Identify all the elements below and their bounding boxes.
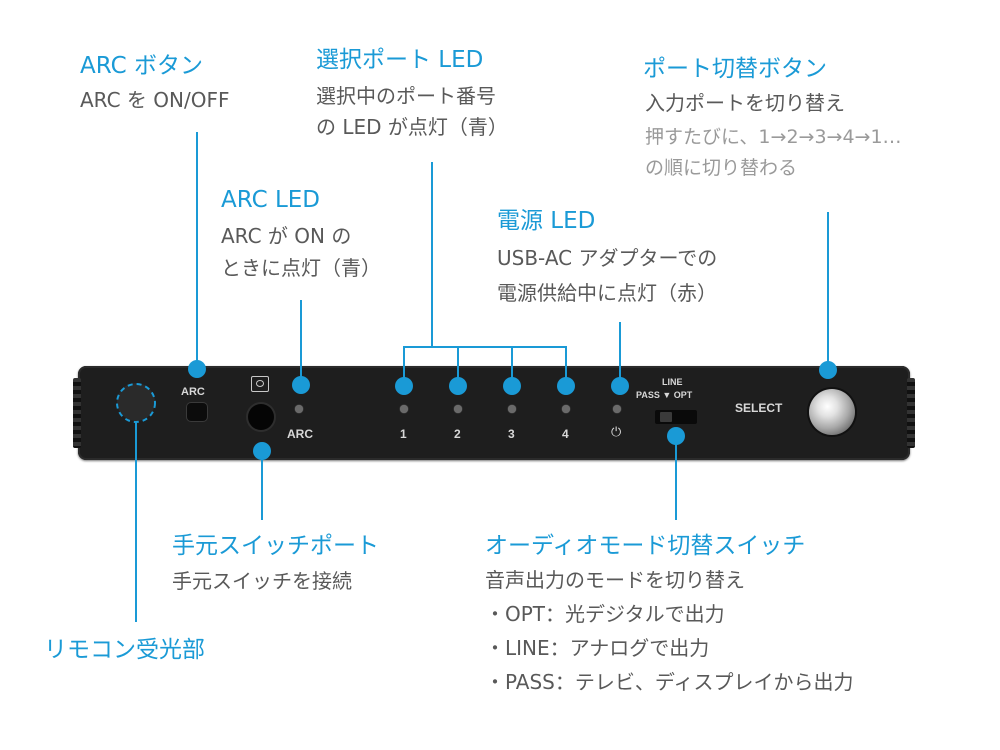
hand-switch-port-title: 手元スイッチポート [172, 533, 379, 559]
device-left-ridge [73, 378, 81, 448]
pass-opt-label: PASS ▼ OPT [636, 390, 693, 400]
port-4-label: 4 [562, 427, 569, 441]
port-button-title: ポート切替ボタン [643, 56, 827, 82]
power-led-desc2: 電源供給中に点灯（赤） [497, 281, 717, 305]
hand-switch-port[interactable] [248, 404, 274, 430]
select-led-desc1: 選択中のポート番号 [316, 84, 496, 108]
arc-button-label: ARC [181, 386, 205, 398]
power-led [613, 405, 621, 413]
arc-led [295, 405, 303, 413]
select-button[interactable] [809, 389, 855, 435]
select-label: SELECT [735, 401, 783, 415]
port-1-label: 1 [400, 427, 407, 441]
arc-button[interactable] [187, 403, 207, 421]
arc-led-label: ARC [287, 427, 313, 441]
port-1-led [400, 405, 408, 413]
audio-switch-line: ・LINE：アナログで出力 [485, 636, 710, 660]
port-button-desc: 入力ポートを切り替え [645, 91, 845, 115]
audio-switch-desc: 音声出力のモードを切り替え [485, 568, 745, 592]
arc-button-desc: ARC を ON/OFF [80, 88, 230, 112]
audio-mode-switch[interactable] [660, 412, 672, 422]
select-led-desc2: の LED が点灯（青） [316, 115, 508, 139]
arc-led-title: ARC LED [221, 187, 320, 213]
hand-switch-port-icon [251, 376, 269, 392]
port-2-led [454, 405, 462, 413]
arc-button-title: ARC ボタン [80, 53, 203, 79]
port-button-note2: の順に切り替わる [645, 157, 798, 179]
select-led-title: 選択ポート LED [316, 47, 484, 73]
audio-switch-pass: ・PASS：テレビ、ディスプレイから出力 [485, 670, 854, 694]
power-icon: ⏻ [611, 424, 622, 439]
port-2-label: 2 [454, 427, 461, 441]
arc-led-desc1: ARC が ON の [221, 224, 352, 248]
power-led-desc1: USB-AC アダプターでの [497, 246, 718, 270]
port-3-led [508, 405, 516, 413]
port-button-note1: 押すたびに、1→2→3→4→1… [645, 126, 902, 148]
port-3-label: 3 [508, 427, 515, 441]
audio-switch-opt: ・OPT：光デジタルで出力 [485, 602, 725, 626]
remote-receiver-title: リモコン受光部 [44, 637, 205, 663]
power-led-title: 電源 LED [497, 208, 596, 234]
arc-led-desc2: ときに点灯（青） [221, 256, 381, 280]
port-4-led [562, 405, 570, 413]
device-right-ridge [907, 378, 915, 448]
device-front-panel [78, 366, 910, 460]
audio-switch-title: オーディオモード切替スイッチ [485, 533, 806, 559]
line-label: LINE [662, 377, 683, 387]
hand-switch-port-desc: 手元スイッチを接続 [172, 569, 352, 593]
